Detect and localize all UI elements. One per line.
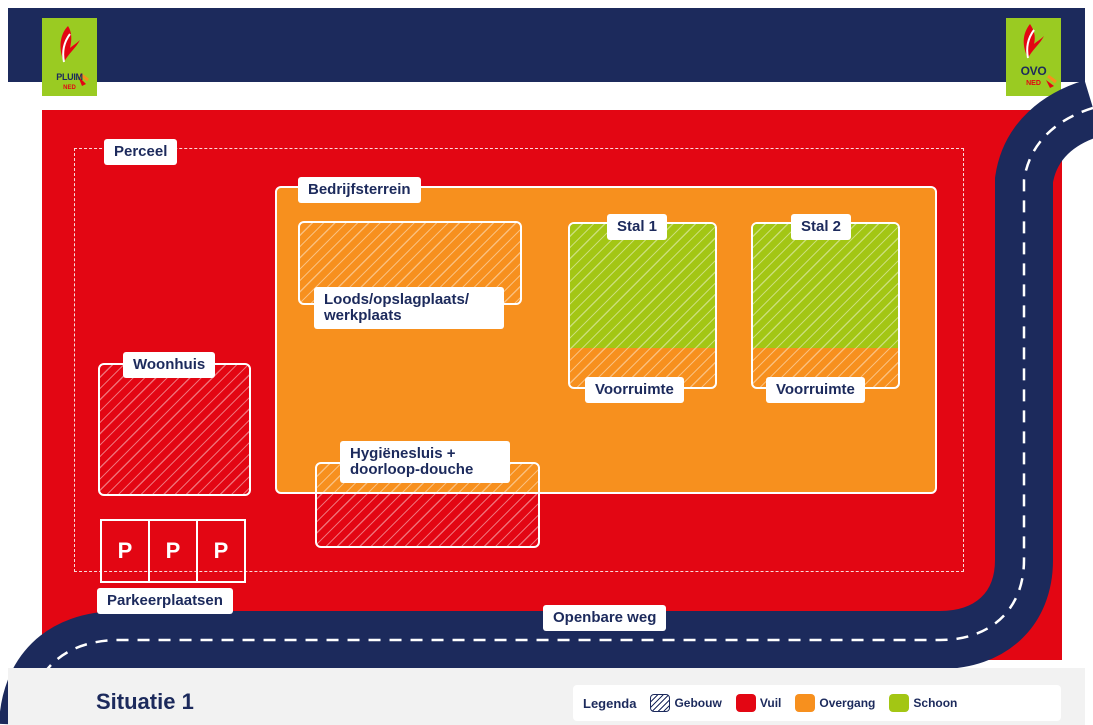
- loods-label: Loods/opslagplaats/ werkplaats: [314, 287, 504, 329]
- pluimned-logo-text: PLUIM: [56, 72, 83, 82]
- parking-slot: P: [100, 519, 150, 583]
- stal-1-label: Stal 1: [607, 214, 668, 240]
- stal-2-building: [751, 222, 900, 389]
- perceel-label: Perceel: [104, 139, 178, 165]
- legend-swatch-vuil: [735, 694, 756, 712]
- header-band: [8, 8, 1085, 82]
- legend-title: Legenda: [583, 695, 637, 711]
- pluimned-logo: PLUIM NED: [42, 18, 97, 96]
- stal-1-building: [568, 222, 717, 389]
- parkeerplaatsen-label: Parkeerplaatsen: [97, 588, 233, 614]
- legend-label-overgang: Overgang: [819, 696, 876, 710]
- pluimned-logo-sub: NED: [63, 85, 76, 91]
- legend-swatch-schoon: [889, 694, 910, 712]
- legend-label-vuil: Vuil: [759, 696, 782, 710]
- woonhuis-building: [98, 363, 251, 496]
- legend-item-overgang: Overgang: [795, 694, 875, 712]
- ovoned-logo-sub: NED: [1026, 80, 1041, 87]
- ovoned-logo-text: OVO: [1020, 64, 1047, 78]
- legend-swatch-overgang: [795, 694, 816, 712]
- bedrijfsterrein-label: Bedrijfsterrein: [298, 177, 421, 203]
- parking-slot: P: [148, 519, 198, 583]
- legend-label-gebouw: Gebouw: [674, 696, 722, 710]
- legend-item-schoon: Schoon: [889, 694, 957, 712]
- stal-2-schoon-zone: [753, 224, 898, 348]
- hygienesluis-label: Hygiënesluis + doorloop-douche: [340, 441, 510, 483]
- situatie-title: Situatie 1: [96, 689, 194, 714]
- woonhuis-label: Woonhuis: [123, 352, 216, 378]
- legend-item-vuil: Vuil: [735, 694, 782, 712]
- stal-2-label: Stal 2: [791, 214, 852, 240]
- ovoned-logo: OVO NED: [1006, 18, 1061, 96]
- voorruimte-2-label: Voorruimte: [766, 377, 865, 403]
- legend-item-gebouw: Gebouw: [650, 694, 722, 712]
- stal-1-schoon-zone: [570, 224, 715, 348]
- voorruimte-1-label: Voorruimte: [585, 377, 684, 403]
- legend-label-schoon: Schoon: [913, 696, 958, 710]
- parking-slot: P: [196, 519, 246, 583]
- legend: Legenda Gebouw Vuil Overgang Schoon: [573, 685, 1061, 721]
- legend-swatch-gebouw: [650, 694, 671, 712]
- perceel-boundary: [74, 148, 964, 572]
- parking-area: P P P: [100, 519, 246, 583]
- openbare-weg-label: Openbare weg: [543, 605, 667, 631]
